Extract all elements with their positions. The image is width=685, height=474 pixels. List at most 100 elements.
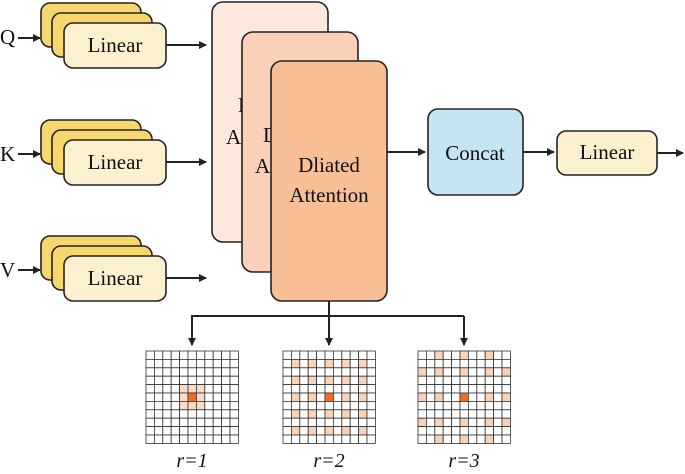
grid-cell xyxy=(204,409,214,419)
grid-cell xyxy=(341,417,351,428)
grid-cell xyxy=(349,350,360,360)
q-linear-label: Linear xyxy=(88,33,143,57)
grid-cell xyxy=(221,417,231,428)
grid-cell xyxy=(501,358,511,369)
grid-cell xyxy=(187,434,197,444)
grid-cell xyxy=(484,375,495,386)
grid-cell-attended xyxy=(179,392,189,402)
grid-cell xyxy=(341,350,351,360)
grid-cell-attended xyxy=(484,350,495,360)
grid-cell xyxy=(307,417,318,428)
grid-cell xyxy=(195,367,206,377)
grid-cell xyxy=(204,392,214,402)
grid-cell xyxy=(332,350,343,360)
grid-cell-attended xyxy=(324,375,334,386)
grid-cell xyxy=(501,409,511,419)
grid-cell xyxy=(417,375,427,386)
grid-cell-attended xyxy=(179,400,189,411)
attention-grid-r2 xyxy=(282,350,376,444)
grid-cell xyxy=(195,375,206,386)
grid-cell xyxy=(366,409,376,419)
grid-cell xyxy=(332,384,343,394)
grid-cell xyxy=(316,367,326,377)
grid-cell-attended xyxy=(484,434,495,444)
grid-cell xyxy=(332,367,343,377)
grid-cell xyxy=(316,358,326,369)
grid-cell xyxy=(282,375,292,386)
grid-cell-attended xyxy=(459,350,469,360)
grid-cell xyxy=(501,350,511,360)
grid-cell xyxy=(442,434,453,444)
grid-cell xyxy=(442,392,453,402)
grid-cell xyxy=(434,375,444,386)
grid-cell xyxy=(170,400,180,411)
grid-cell xyxy=(425,350,436,360)
grid-cell xyxy=(425,375,436,386)
grid-caption-r1: r=1 xyxy=(176,450,207,469)
grid-cell xyxy=(212,375,222,386)
grid-cell-attended xyxy=(434,434,444,444)
grid-cell-attended xyxy=(434,350,444,360)
grid-cell xyxy=(451,350,461,360)
grid-cell xyxy=(349,384,360,394)
grid-cell xyxy=(187,426,197,436)
grid-cell xyxy=(179,367,189,377)
grid-cell xyxy=(425,358,436,369)
grid-cell xyxy=(162,426,172,436)
grid-cell-attended xyxy=(324,426,334,436)
grid-cell xyxy=(425,409,436,419)
grid-cell-attended xyxy=(187,384,197,394)
grid-cell xyxy=(229,392,239,402)
grid-cell xyxy=(162,400,172,411)
grid-cell xyxy=(282,392,292,402)
grid-cell xyxy=(282,350,292,360)
grid-cell xyxy=(451,400,461,411)
grid-cell xyxy=(425,426,436,436)
grid-cell xyxy=(170,375,180,386)
grid-cell xyxy=(358,417,368,428)
grid-cell xyxy=(493,375,503,386)
grid-cell xyxy=(316,400,326,411)
grid-cell xyxy=(417,426,427,436)
grid-cell xyxy=(162,384,172,394)
grid-cell xyxy=(153,358,164,369)
grid-cell xyxy=(153,400,164,411)
grid-cell xyxy=(467,400,478,411)
grid-cell xyxy=(212,426,222,436)
grid-cell xyxy=(299,350,309,360)
grid-cell xyxy=(204,358,214,369)
grid-cell xyxy=(145,375,155,386)
grid-cell xyxy=(282,367,292,377)
grid-cell xyxy=(195,434,206,444)
grid-cell xyxy=(299,400,309,411)
grid-cell xyxy=(316,434,326,444)
grid-cell-attended xyxy=(290,358,301,369)
grid-cell-attended xyxy=(484,392,495,402)
grid-cell xyxy=(324,350,334,360)
grid-cell xyxy=(153,367,164,377)
grid-cell xyxy=(366,367,376,377)
grid-cell-attended xyxy=(324,409,334,419)
k-input-group: K Linear xyxy=(0,119,207,186)
grid-cell xyxy=(332,400,343,411)
grid-cell xyxy=(187,358,197,369)
grid-cell xyxy=(476,434,486,444)
grid-cell xyxy=(442,409,453,419)
grid-cell xyxy=(332,434,343,444)
grid-cell xyxy=(501,400,511,411)
grid-cell xyxy=(417,384,427,394)
grid-cell xyxy=(145,350,155,360)
grid-cell xyxy=(425,434,436,444)
grid-cell xyxy=(358,350,368,360)
grid-cell xyxy=(229,384,239,394)
grid-cell xyxy=(170,426,180,436)
k-input-label: K xyxy=(0,142,15,166)
grid-cell-attended xyxy=(290,426,301,436)
v-linear-label: Linear xyxy=(88,266,143,290)
grid-cell xyxy=(204,417,214,428)
grid-cell xyxy=(145,358,155,369)
grid-cell xyxy=(484,384,495,394)
grid-cell xyxy=(170,358,180,369)
grid-cell xyxy=(221,400,231,411)
